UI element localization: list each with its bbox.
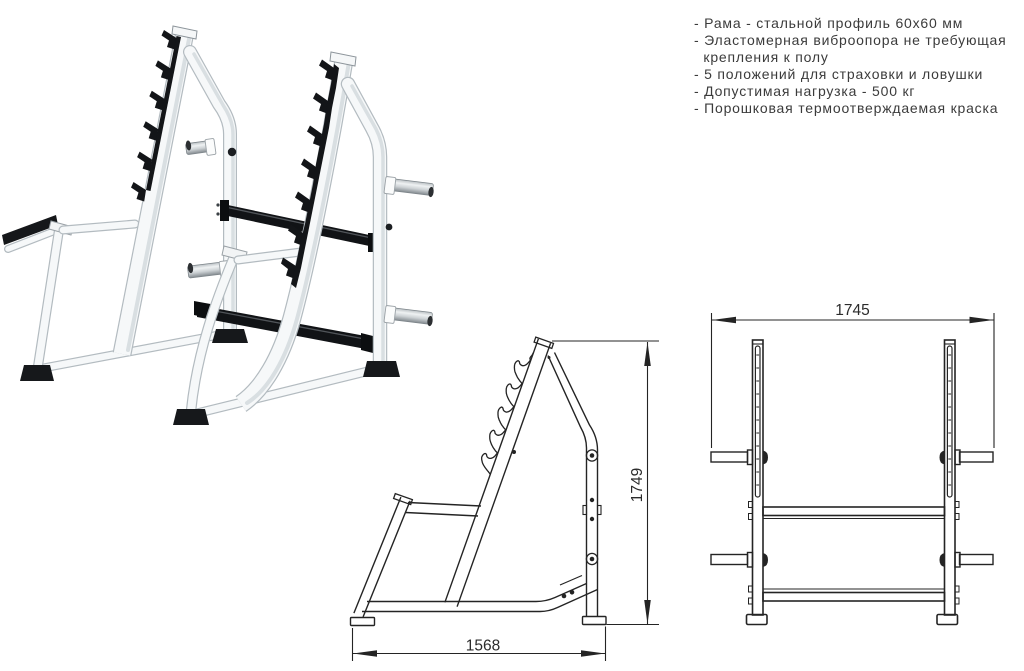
front-width-label: 1745 — [835, 302, 869, 319]
front-width-dimension: 1745 — [710, 302, 995, 448]
spec-line: - Допустимая нагрузка - 500 кг — [694, 83, 916, 99]
spotter-catch-pad — [2, 215, 58, 245]
rubber-foot — [20, 365, 54, 381]
upright-end-cap — [329, 51, 357, 67]
spec-line: - Порошковая термоотверждаемая краска — [694, 100, 999, 116]
near-side-frame — [173, 51, 434, 425]
side-height-label: 1749 — [629, 468, 646, 502]
rubber-foot — [363, 361, 400, 377]
side-depth-label: 1568 — [466, 638, 500, 655]
side-depth-dimension: 1568 — [351, 626, 607, 661]
plate-peg-far-upper — [185, 138, 217, 156]
side-height-dimension: 1749 — [552, 340, 659, 626]
product-photo — [2, 25, 434, 425]
adjust-knob — [385, 223, 393, 231]
spec-list: - Рама - стальной профиль 60х60 мм - Эла… — [694, 15, 1024, 117]
front-crossbar-lower — [748, 585, 960, 605]
adjust-knob — [227, 147, 237, 157]
front-pegs-upper — [710, 449, 994, 466]
plate-peg-near-lower — [383, 305, 433, 327]
hook-teeth-far — [131, 30, 181, 202]
hook-teeth-near — [281, 59, 339, 288]
far-side-frame — [2, 25, 248, 381]
plate-peg-near-upper — [383, 176, 434, 198]
spec-line: - Рама - стальной профиль 60х60 мм — [694, 15, 964, 31]
upright-end-cap — [171, 25, 198, 40]
side-view-frame — [349, 336, 607, 627]
front-view-drawing — [710, 339, 994, 626]
front-foot-right — [936, 613, 959, 626]
front-foot-left — [745, 613, 768, 626]
spec-line: - 5 положений для страховки и ловушки — [694, 66, 984, 82]
front-pegs-lower — [710, 551, 994, 568]
rubber-foot — [212, 329, 248, 343]
slot-ticks — [756, 354, 952, 486]
rubber-foot — [173, 409, 209, 425]
spec-line: крепления к полу — [694, 49, 829, 65]
spec-line: - Эластомерная виброопора не требующая — [694, 32, 1007, 48]
front-crossbar-upper — [748, 501, 960, 520]
